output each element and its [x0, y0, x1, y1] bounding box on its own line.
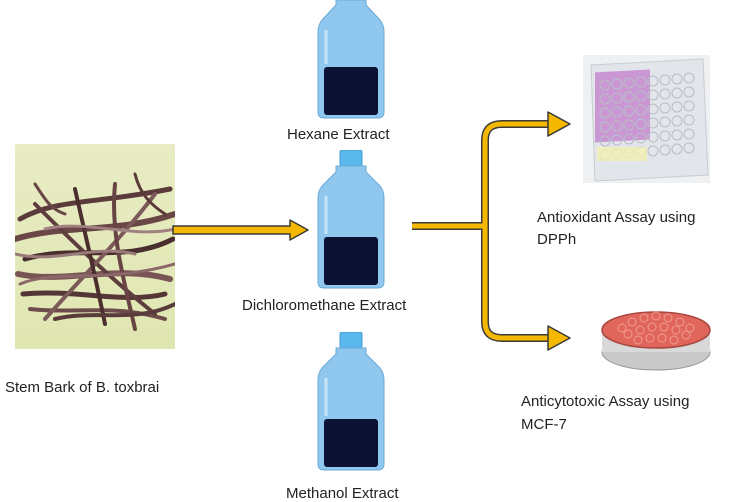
arrow-to-extracts	[172, 218, 312, 242]
bracket-arrow	[410, 108, 575, 353]
methanol-bottle-icon	[316, 332, 386, 472]
antioxidant-label-line1: Antioxidant Assay using	[537, 209, 696, 226]
dichloromethane-bottle-icon	[316, 150, 386, 290]
antioxidant-label-line2: DPPh	[537, 231, 577, 248]
dichloromethane-label: Dichloromethane Extract	[242, 297, 407, 314]
well-plate-icon	[583, 55, 710, 183]
anticytotoxic-label-line2: MCF-7	[521, 416, 567, 433]
bark-photo	[15, 144, 175, 349]
hexane-bottle-icon	[316, 0, 386, 120]
methanol-label: Methanol Extract	[286, 485, 399, 502]
petri-dish-icon	[600, 300, 712, 372]
anticytotoxic-label-line1: Anticytotoxic Assay using	[521, 393, 690, 410]
source-label: Stem Bark of B. toxbrai	[5, 379, 160, 396]
hexane-label: Hexane Extract	[287, 126, 390, 143]
